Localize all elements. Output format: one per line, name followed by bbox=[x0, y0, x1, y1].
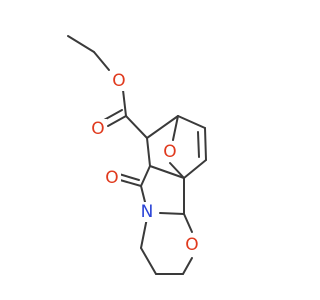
bond-lactam-3 bbox=[159, 212, 185, 215]
atom-ring-o: O bbox=[185, 235, 198, 255]
bond-ring-1 bbox=[140, 217, 148, 249]
atom-lactam-o: O bbox=[105, 168, 118, 188]
bond-ethyl-ch3 bbox=[67, 35, 95, 53]
bond-ring-4 bbox=[182, 257, 193, 275]
atom-bridge-o: O bbox=[163, 142, 176, 162]
bond-lactam-co-2 bbox=[118, 173, 140, 181]
bond-ring-5 bbox=[183, 213, 193, 233]
bond-ring-2 bbox=[140, 247, 157, 275]
bond-cage-2 bbox=[177, 115, 206, 129]
atom-amide-n: N bbox=[141, 202, 154, 222]
bond-alkene-2 bbox=[197, 131, 200, 158]
bond-ester-carbonyl-1 bbox=[107, 115, 127, 127]
bond-lactam-co-1 bbox=[119, 179, 142, 187]
bond-alkene-1 bbox=[204, 127, 207, 161]
bond-cage-5 bbox=[146, 137, 151, 167]
bond-lactam-1 bbox=[140, 165, 151, 187]
bond-o-bridge-bottom bbox=[169, 162, 185, 179]
bond-ethyl-ch2-o bbox=[93, 51, 110, 71]
atom-ester-o-single: O bbox=[112, 71, 125, 91]
bond-ester-o-c bbox=[122, 89, 127, 117]
bond-cage-4 bbox=[149, 165, 185, 179]
bond-cage-3 bbox=[183, 159, 207, 179]
bond-carbonyl-ring bbox=[125, 115, 148, 139]
bond-ester-carbonyl-2 bbox=[103, 109, 123, 121]
molecule-structure: O O O O N O bbox=[67, 35, 207, 275]
bond-o-bridge-top bbox=[172, 115, 179, 141]
bond-cage-1 bbox=[146, 115, 179, 139]
atom-ester-o-double: O bbox=[91, 119, 104, 139]
